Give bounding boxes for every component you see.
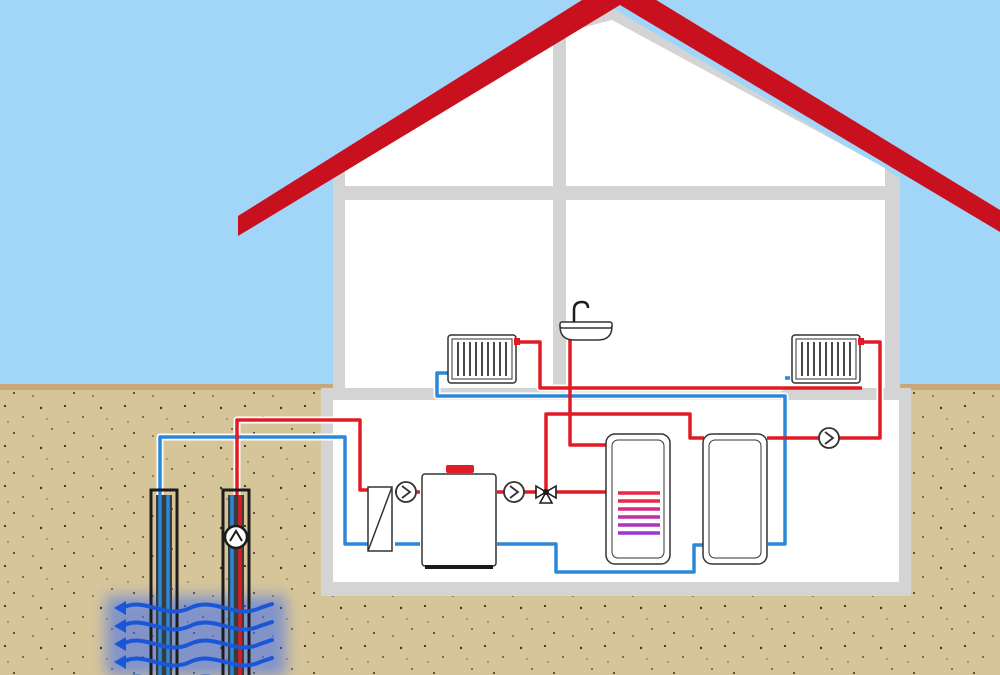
washbasin [559, 300, 613, 341]
primary-pump [395, 481, 417, 503]
heating-coil [618, 491, 660, 535]
radiator-circuit-pump [818, 427, 840, 449]
attic-room [566, 20, 885, 186]
heating-circuit-pump [503, 481, 525, 503]
wave-arrowheads [114, 601, 126, 669]
hot-water-cylinder [605, 433, 671, 565]
tank-return-pipe [497, 542, 706, 574]
ground-heat-waves [120, 602, 274, 675]
borehole-pump [223, 524, 249, 550]
faucet-icon [572, 300, 590, 322]
roof [238, 0, 1000, 236]
house [333, 8, 900, 388]
hot-water-pipe [568, 340, 610, 447]
radiator-link-pipe [516, 340, 862, 390]
buffer-tank [702, 433, 768, 565]
heating-return-pipe [435, 371, 787, 546]
right-radiator [791, 334, 864, 384]
buffer-flow-pipe [544, 412, 704, 492]
heat-pump-unit [421, 465, 497, 569]
three-way-valve [535, 484, 557, 504]
brine-heat-exchanger [367, 486, 393, 552]
left-radiator [447, 334, 520, 384]
